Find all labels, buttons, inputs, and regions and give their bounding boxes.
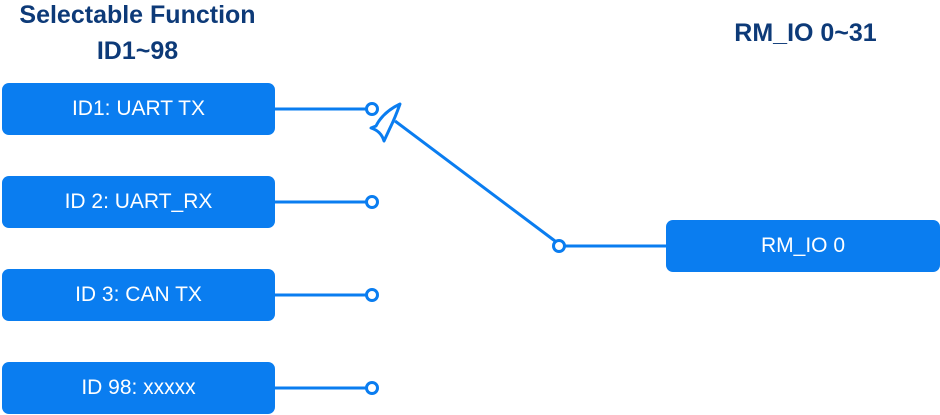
- functions-heading-range: ID1~98: [96, 37, 179, 65]
- terminal-id98: [365, 381, 379, 395]
- switch-lever: [394, 119, 556, 243]
- function-box-id3: ID 3: CAN TX: [2, 269, 275, 321]
- function-box-id98: ID 98: xxxxx: [2, 362, 275, 414]
- switch-contact: [369, 102, 402, 143]
- functions-heading-title: Selectable Function: [19, 1, 256, 29]
- rm-io-box: RM_IO 0: [666, 220, 940, 272]
- function-box-id2: ID 2: UART_RX: [2, 176, 275, 228]
- terminal-id1: [365, 102, 379, 116]
- switch-pivot: [552, 239, 566, 253]
- terminal-id3: [365, 288, 379, 302]
- rm-io-heading: RM_IO 0~31: [734, 19, 877, 47]
- terminal-id2: [365, 195, 379, 209]
- function-box-id1: ID1: UART TX: [2, 83, 275, 135]
- functions-heading: Selectable Function ID1~98: [0, 0, 275, 72]
